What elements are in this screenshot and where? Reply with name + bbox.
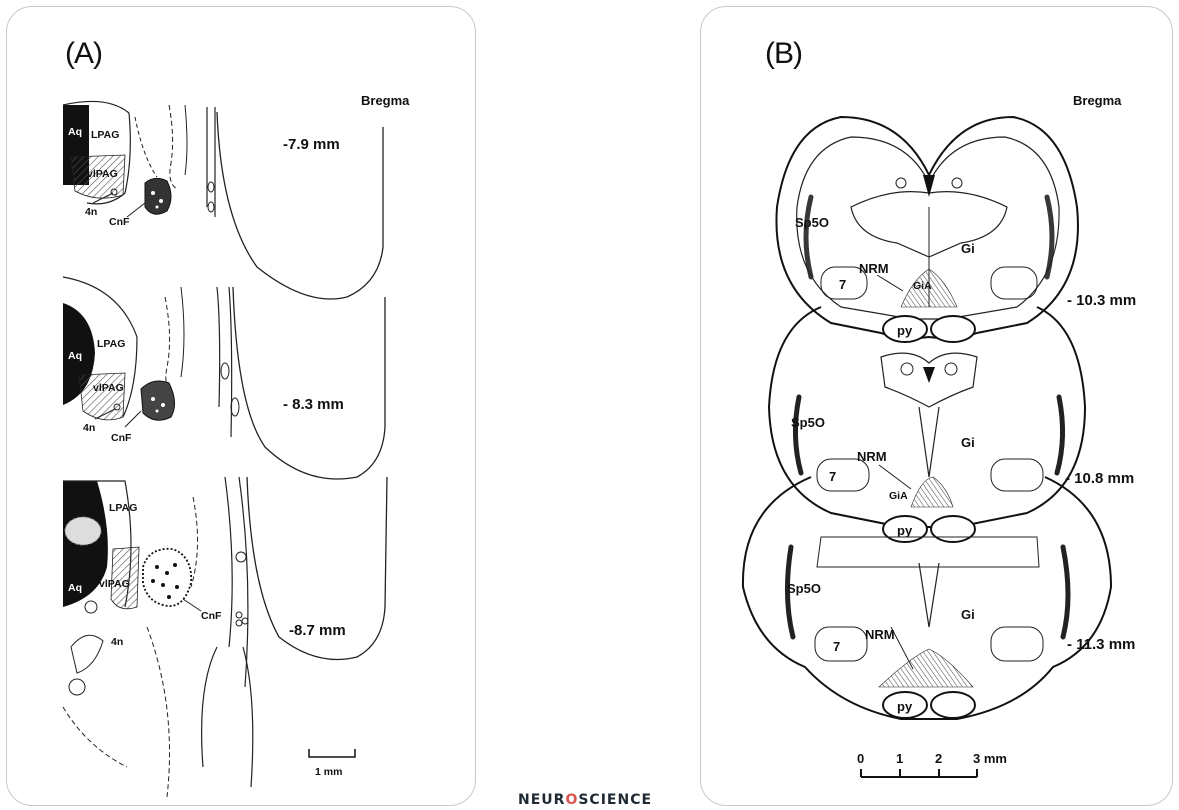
label-vlpag: vlPAG [99,578,130,590]
label-cnf: CnF [109,216,130,228]
label-sp5o: Sp5O [795,215,829,230]
label-sp5o: Sp5O [791,415,825,430]
brand-text-pre: NEUR [518,792,565,808]
scale-tick-2: 2 [935,751,942,766]
label-aq: Aq [68,350,82,362]
label-cnf: CnF [201,610,222,622]
panel-b-diagram: Bregma Sp5O Gi NRM GiA 7 py - 10.3 mm [701,7,1173,806]
panel-a-diagram: Bregma Aq LPAG vlPAG 4n CnF -7.9 mm [7,7,476,806]
brand-text-post: SCIENCE [578,792,652,808]
level-label: -8.7 mm [289,622,346,639]
panel-b-bregma: Bregma [1073,93,1122,108]
label-nrm: NRM [857,449,887,464]
label-nrm: NRM [865,627,895,642]
label-lpag: LPAG [109,502,137,514]
label-cnf: CnF [111,432,132,444]
label-nrm: NRM [859,261,889,276]
label-aq: Aq [68,126,82,138]
label-lpag: LPAG [97,338,125,350]
scale-bar-b: 0 1 2 3 mm [857,751,1007,777]
label-seven: 7 [829,469,836,484]
scale-tick-3: 3 mm [973,751,1007,766]
scale-bar-a: 1 mm [309,749,355,778]
section-b1: Sp5O Gi NRM GiA 7 py - 10.3 mm [776,117,1136,342]
neuroscience-logo: NEUROSCIENCE [518,792,652,808]
scale-bar-label: 1 mm [315,766,342,778]
scale-tick-1: 1 [896,751,903,766]
label-4n: 4n [83,422,95,434]
label-4n: 4n [85,206,97,218]
label-aq: Aq [68,582,82,594]
panel-a-bregma: Bregma [361,93,410,108]
level-label: - 8.3 mm [283,396,344,413]
scale-tick-0: 0 [857,751,864,766]
section-a3: Aq LPAG vlPAG 4n CnF -8.7 mm [63,477,387,797]
brand-text-o: O [565,792,578,808]
label-seven: 7 [833,639,840,654]
label-py: py [897,523,913,538]
label-seven: 7 [839,277,846,292]
label-py: py [897,699,913,714]
label-vlpag: vlPAG [93,382,124,394]
label-gi: Gi [961,607,975,622]
section-a1: Aq LPAG vlPAG 4n CnF -7.9 mm [63,101,383,299]
section-a2: Aq LPAG vlPAG 4n CnF - 8.3 mm [63,277,385,479]
level-label: -7.9 mm [283,136,340,153]
label-sp5o: Sp5O [787,581,821,596]
panel-b: (B) Bregma Sp5O Gi NRM GiA [700,6,1173,806]
label-gi: Gi [961,241,975,256]
label-vlpag: vlPAG [87,168,118,180]
label-gi: Gi [961,435,975,450]
level-label: - 10.3 mm [1067,292,1136,309]
label-gia: GiA [913,280,932,292]
label-py: py [897,323,913,338]
label-gia: GiA [889,490,908,502]
level-label: - 10.8 mm [1065,470,1134,487]
level-label: - 11.3 mm [1067,636,1135,653]
section-b3: Sp5O Gi NRM 7 py - 11.3 mm [743,477,1135,719]
label-lpag: LPAG [91,129,119,141]
label-4n: 4n [111,636,123,648]
panel-a: (A) Bregma Aq LPAG vlPAG 4n CnF -7 [6,6,476,806]
